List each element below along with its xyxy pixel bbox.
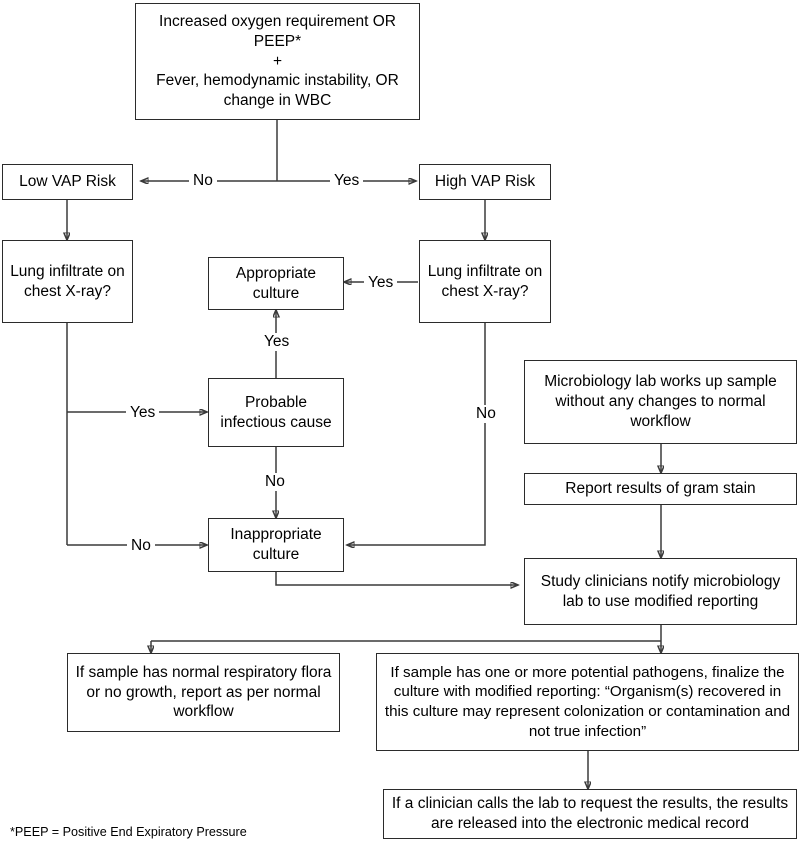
edge-label-infiltrate-right-no: No — [472, 405, 500, 423]
footnote-block: *PEEP = Positive End Expiratory Pressure… — [10, 806, 375, 842]
node-appropriate-culture[interactable]: Appropriate culture — [208, 257, 344, 310]
edge-label-infiltrate-left-yes: Yes — [126, 404, 160, 422]
edge-infiltrate-right-no — [347, 323, 486, 545]
node-low-vap-risk[interactable]: Low VAP Risk — [2, 164, 133, 200]
node-lung-infiltrate-right[interactable]: Lung infiltrate on chest X-ray? — [419, 240, 551, 323]
node-probable-infectious-cause[interactable]: Probable infectious cause — [208, 378, 344, 447]
node-study-clinicians-notify[interactable]: Study clinicians notify microbiology lab… — [524, 558, 797, 625]
edge-label-infiltrate-right-yes: Yes — [364, 274, 398, 292]
edge-label-trigger-no: No — [189, 172, 217, 190]
node-clinician-calls-lab[interactable]: If a clinician calls the lab to request … — [383, 789, 797, 839]
node-microbiology-lab-workup[interactable]: Microbiology lab works up sample without… — [524, 360, 797, 444]
edge-label-infiltrate-left-no: No — [127, 537, 155, 555]
node-normal-flora-workflow[interactable]: If sample has normal respiratory flora o… — [67, 653, 340, 732]
node-inappropriate-culture[interactable]: Inappropriate culture — [208, 518, 344, 572]
edge-label-probable-no: No — [261, 473, 289, 491]
footnote-peep-definition: *PEEP = Positive End Expiratory Pressure — [10, 824, 247, 839]
node-trigger[interactable]: Increased oxygen requirement OR PEEP* + … — [135, 3, 420, 120]
node-report-gram-stain[interactable]: Report results of gram stain — [524, 473, 797, 505]
edge-inappropriate-to-study — [275, 572, 518, 585]
node-high-vap-risk[interactable]: High VAP Risk — [419, 164, 551, 200]
edge-label-probable-yes: Yes — [260, 333, 294, 351]
edge-label-trigger-yes: Yes — [330, 172, 364, 190]
node-potential-pathogens-modified-reporting[interactable]: If sample has one or more potential path… — [376, 653, 799, 751]
node-lung-infiltrate-left[interactable]: Lung infiltrate on chest X-ray? — [2, 240, 133, 323]
